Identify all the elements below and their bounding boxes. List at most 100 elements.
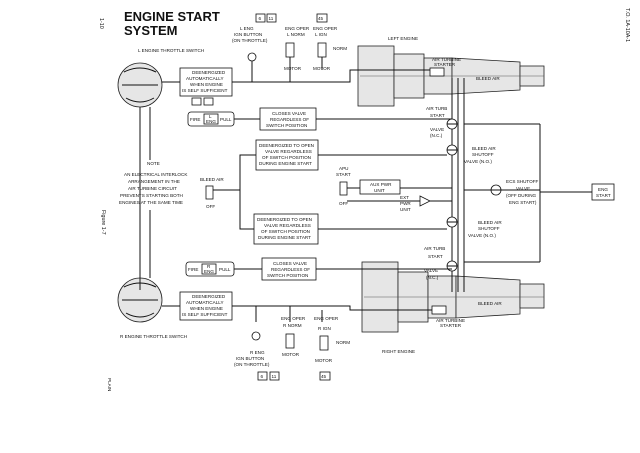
r-fire-handle: FIRE R ENG PULL bbox=[185, 261, 235, 277]
ecs-2: VALVE bbox=[516, 186, 530, 191]
l-fire-handle: FIRE L ENG PULL bbox=[187, 111, 235, 127]
cv-top-3: SWITCH POSITION bbox=[266, 123, 307, 128]
note-line-5: ENGINES AT THE SAME TIME bbox=[119, 200, 183, 205]
r-atv-4: (N.C.) bbox=[426, 275, 439, 280]
ext-pwr-unit: EXT PWR UNIT bbox=[400, 195, 431, 212]
l-bleed-air: BLEED AIR bbox=[476, 76, 500, 81]
top-ref-b: 11 bbox=[269, 16, 274, 21]
l-bsv-2: SHUTOFF bbox=[472, 152, 494, 157]
bottom-ref-a: 6 bbox=[261, 374, 264, 379]
ext-pwr-diode-icon bbox=[419, 195, 431, 207]
title-line-2: SYSTEM bbox=[124, 23, 177, 38]
r-bsv-1: BLEED AIR bbox=[478, 220, 502, 225]
ecs-4: ENG START) bbox=[509, 200, 537, 205]
bottom-ref-b: 11 bbox=[272, 374, 277, 379]
deen-top-3: WHEN ENGINE bbox=[190, 82, 223, 87]
do-bot-4: DURING ENGINE START bbox=[258, 235, 311, 240]
r-atv-2: START bbox=[428, 254, 443, 259]
l-fire-eng: ENG bbox=[206, 119, 216, 124]
r-eng-oper-left: ENG OPER R NORM MOTOR bbox=[281, 316, 306, 357]
bleed-air-switch-label: BLEED AIR bbox=[200, 177, 224, 182]
eng-start-2: START bbox=[596, 193, 611, 198]
do-top-3: OF SWITCH POSITION bbox=[262, 155, 311, 160]
l-ats-1: AIR TURBINE bbox=[432, 57, 461, 62]
l-fire-side: L bbox=[209, 114, 212, 119]
deenergized-top-box: DEENERGIZED AUTOMATICALLY WHEN ENGINE IS… bbox=[179, 67, 233, 106]
interlock-note: NOTE AN ELECTRICAL INTERLOCK ARRANGEMENT… bbox=[119, 161, 188, 205]
l-throttle-label-1: L ENGINE THROTTLE SWITCH bbox=[138, 48, 204, 53]
l-eng-oper-top-l1: ENG OPER bbox=[285, 26, 310, 31]
ecs-1: ECS SHUTOFF bbox=[506, 179, 539, 184]
l-eng-oper-r-l1: ENG OPER bbox=[313, 26, 338, 31]
l-ign-line1: L ENG bbox=[240, 26, 254, 31]
r-fire-side: R bbox=[207, 264, 211, 269]
r-atv-1: AIR TURB bbox=[424, 246, 445, 251]
l-motor-label: MOTOR bbox=[284, 66, 302, 71]
l-atv-3: VALVE bbox=[430, 127, 444, 132]
r-motor-label: MOTOR bbox=[282, 352, 300, 357]
l-eng-oper-r-l3: NORM bbox=[333, 46, 347, 51]
l-eng-oper-top-l2: L NORM bbox=[287, 32, 305, 37]
left-engine-label: LEFT ENGINE bbox=[388, 36, 418, 41]
l-eng-oper-top: ENG OPER L NORM MOTOR bbox=[284, 26, 310, 71]
top-ref-boxes: 6 11 45 bbox=[255, 13, 328, 23]
deen-top-4: IS SELF SUFFICIENT bbox=[182, 88, 228, 93]
do-top-4: DURING ENGINE START bbox=[259, 161, 312, 166]
r-eng-oper-r1: ENG OPER bbox=[314, 316, 339, 321]
apu-line1: APU bbox=[339, 166, 348, 171]
closes-valve-top: CLOSES VALVE REGARDLESS OF SWITCH POSITI… bbox=[259, 107, 317, 131]
r-ign-line3: (ON THROTTLE) bbox=[234, 362, 270, 367]
bleed-air-switch: BLEED AIR OFF bbox=[200, 177, 224, 209]
deen-open-bottom: DEENERGIZED TO OPEN VALVE REGARDLESS OF … bbox=[253, 213, 319, 245]
do-bot-1: DEENERGIZED TO OPEN bbox=[257, 217, 312, 222]
ext-pwr-3: UNIT bbox=[400, 207, 411, 212]
eng-start-1: ENG bbox=[598, 187, 608, 192]
plain-panel-label: PLAIN bbox=[107, 378, 112, 391]
r-bleed-shutoff-valve: BLEED AIR SHUTOFF VALVE (N.O.) bbox=[446, 216, 502, 238]
deen-open-top: DEENERGIZED TO OPEN VALVE REGARDLESS OF … bbox=[255, 139, 319, 171]
eng-start-box: ENG START bbox=[591, 183, 615, 201]
wiring bbox=[139, 57, 592, 322]
page-number: 1-10 bbox=[98, 18, 104, 29]
deen-bot-4: IS SELF SUFFICIENT bbox=[182, 312, 228, 317]
ext-pwr-2: PWR bbox=[400, 201, 411, 206]
r-eng-oper-r2: R IGN bbox=[318, 326, 331, 331]
l-fire-label: FIRE bbox=[190, 117, 200, 122]
note-line-4: PREVENTS STARTING BOTH bbox=[120, 193, 183, 198]
r-ign-line1: R ENG bbox=[250, 350, 265, 355]
l-atv-1: AIR TURB bbox=[426, 106, 447, 111]
r-ign-button-group: R ENG IGN BUTTON (ON THROTTLE) bbox=[234, 331, 270, 367]
top-ref-c: 45 bbox=[318, 16, 324, 21]
l-ign-line2: IGN BUTTON bbox=[234, 32, 262, 37]
l-atv-2: START bbox=[430, 113, 445, 118]
r-eng-oper-r3: NORM bbox=[336, 340, 350, 345]
r-eng-oper-l1: ENG OPER bbox=[281, 316, 306, 321]
apu-off: OFF bbox=[339, 201, 348, 206]
l-eng-oper-right: ENG OPER L IGN NORM MOTOR bbox=[313, 26, 347, 71]
l-bsv-1: BLEED AIR bbox=[472, 146, 496, 151]
r-atv-3: VALVE bbox=[424, 268, 438, 273]
do-top-2: VALVE REGARDLESS bbox=[265, 149, 312, 154]
note-line-3: AIR TURBINE CIRCUIT bbox=[128, 186, 177, 191]
note-line-2: ARRANGEMENT IN THE bbox=[128, 179, 180, 184]
r-ign-button-icon bbox=[251, 331, 261, 341]
r-bsv-2: SHUTOFF bbox=[478, 226, 500, 231]
cv-top-2: REGARDLESS OF bbox=[270, 117, 309, 122]
bottom-ref-boxes: 6 11 45 bbox=[257, 371, 331, 381]
doc-id: T.O. 1A-10A-1 bbox=[624, 8, 630, 42]
deenergized-bottom-box: DEENERGIZED AUTOMATICALLY WHEN ENGINE IS… bbox=[179, 291, 233, 321]
apu-line2: START bbox=[336, 172, 351, 177]
figure-label: Figure 1-7 bbox=[100, 210, 106, 235]
aux-pwr-unit: AUX PWR UNIT bbox=[359, 179, 401, 195]
r-motor-label-2: MOTOR bbox=[315, 358, 333, 363]
l-ign-toggle-icon bbox=[317, 42, 327, 58]
cv-top-1: CLOSES VALVE bbox=[272, 111, 306, 116]
do-top-1: DEENERGIZED TO OPEN bbox=[259, 143, 314, 148]
apu-toggle-icon bbox=[339, 181, 348, 196]
r-fire-eng: ENG bbox=[204, 269, 214, 274]
note-title: NOTE bbox=[147, 161, 160, 166]
closes-valve-bottom: CLOSES VALVE REGARDLESS OF SWITCH POSITI… bbox=[261, 257, 317, 281]
deen-top-1: DEENERGIZED bbox=[192, 70, 226, 75]
l-ats-2: STARTER bbox=[434, 62, 456, 67]
